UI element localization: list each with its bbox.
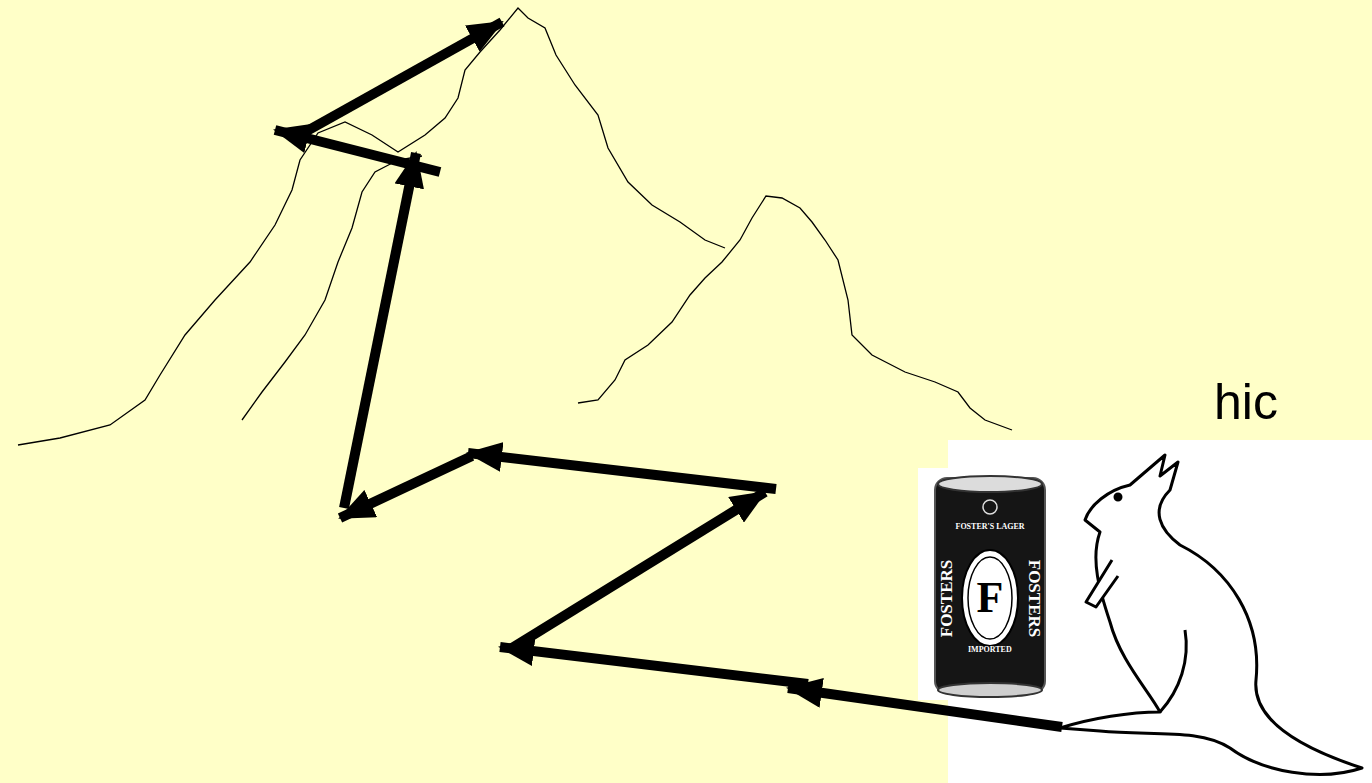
mountain-outline (578, 196, 1012, 430)
can-brand: FOSTERS (1026, 559, 1043, 636)
can-logo (983, 500, 997, 514)
kangaroo-body (1060, 455, 1362, 774)
route-arrow (340, 456, 472, 518)
kangaroo-arm (1086, 560, 1118, 607)
route-arrow (344, 153, 416, 508)
kangaroo-eye (1115, 494, 1121, 500)
can-oval-border (968, 557, 1012, 639)
can-bottom (938, 683, 1042, 697)
mountain-ridge (242, 156, 422, 420)
beer-can (935, 476, 1045, 697)
route-arrow (512, 492, 765, 648)
route-arrows (275, 22, 1062, 727)
route-arrow (468, 453, 776, 489)
kangaroo (1060, 455, 1362, 774)
route-arrow (298, 22, 502, 136)
kangaroo-leg (1160, 630, 1186, 712)
can-body (935, 478, 1045, 693)
can-text: FOSTER'S LAGER (956, 523, 1025, 531)
can-logo-letter: F (977, 576, 1004, 620)
can-text: IMPORTED (968, 646, 1012, 654)
mountains (18, 8, 1012, 445)
sound-effect: hic (1214, 377, 1278, 427)
can-oval (962, 550, 1018, 646)
can-brand: FOSTERS (938, 559, 955, 636)
can-rim (938, 476, 1042, 492)
route-arrow (500, 647, 808, 684)
